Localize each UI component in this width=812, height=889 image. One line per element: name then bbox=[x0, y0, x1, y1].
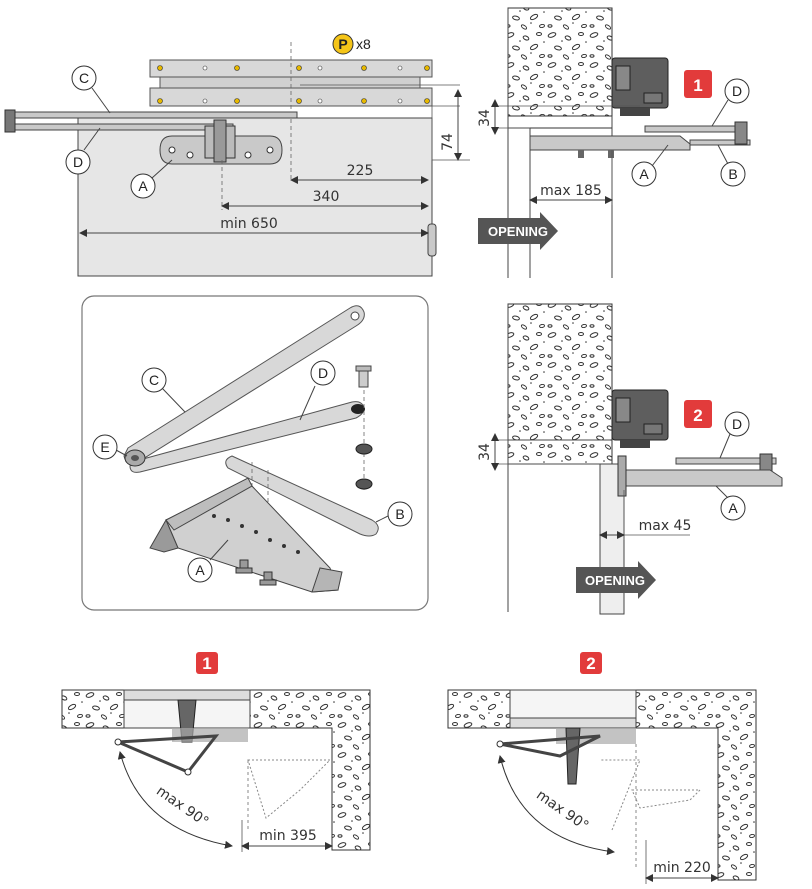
callout-a: A bbox=[130, 159, 173, 199]
callout-c-3d: C bbox=[141, 367, 186, 413]
svg-text:D: D bbox=[732, 83, 742, 99]
dim-340: 340 bbox=[313, 189, 340, 205]
door-hinge bbox=[427, 223, 437, 257]
dim-225: 225 bbox=[347, 163, 374, 179]
callout-e-3d: E bbox=[92, 434, 128, 460]
arm-d bbox=[4, 123, 234, 131]
arm-d-2 bbox=[675, 457, 777, 465]
wall-concrete-2 bbox=[507, 303, 613, 441]
dim-min-395: min 395 bbox=[259, 828, 317, 844]
opening-arrow-1 bbox=[478, 212, 558, 250]
angle-max-90-1: max 90° bbox=[153, 783, 211, 830]
callout-a-2: A bbox=[715, 485, 746, 521]
svg-text:C: C bbox=[149, 372, 159, 388]
svg-text:1: 1 bbox=[202, 654, 211, 673]
callout-a-1: A bbox=[631, 144, 669, 187]
callout-a-3d: A bbox=[187, 539, 229, 583]
opening-arrow-2 bbox=[576, 561, 656, 599]
bracket-a-2 bbox=[623, 469, 783, 487]
svg-text:A: A bbox=[138, 178, 148, 194]
p-badge bbox=[332, 33, 354, 55]
plan-view-option-1: 1 max 90° min 395 bbox=[61, 652, 371, 852]
svg-text:D: D bbox=[732, 416, 742, 432]
callout-b-3d: B bbox=[375, 501, 413, 527]
bracket-a-3d bbox=[149, 477, 343, 593]
svg-text:A: A bbox=[728, 500, 738, 516]
p-quantity: x8 bbox=[356, 36, 371, 52]
option-1-side-view: 34 max 185 OPENING 1 D B A bbox=[477, 7, 751, 278]
svg-text:D: D bbox=[73, 154, 83, 170]
dim-min-220: min 220 bbox=[653, 860, 711, 876]
arm-d-1 bbox=[644, 125, 746, 133]
dim-max-185: max 185 bbox=[540, 183, 602, 199]
svg-text:B: B bbox=[395, 506, 404, 522]
dim-34-2: 34 bbox=[477, 443, 493, 461]
wall-concrete-1 bbox=[507, 7, 613, 117]
arm-b-3d bbox=[225, 455, 379, 537]
badge-option-1 bbox=[684, 70, 712, 98]
callout-c: C bbox=[71, 65, 111, 114]
dim-min-650: min 650 bbox=[220, 216, 278, 232]
svg-text:A: A bbox=[195, 562, 205, 578]
svg-text:C: C bbox=[79, 70, 89, 86]
callout-d-3d: D bbox=[299, 360, 336, 421]
badge-option-2 bbox=[684, 400, 712, 428]
dim-34-1: 34 bbox=[477, 109, 493, 127]
arm-c bbox=[4, 111, 298, 119]
svg-text:2: 2 bbox=[586, 654, 595, 673]
arm-d-3d bbox=[129, 401, 365, 473]
dim-max-45: max 45 bbox=[639, 518, 692, 534]
svg-text:1: 1 bbox=[693, 76, 702, 95]
dim-74: 74 bbox=[440, 133, 456, 151]
badge-plan-1 bbox=[196, 652, 218, 674]
bracket-a-1 bbox=[529, 135, 691, 151]
wall-plan-1 bbox=[249, 689, 371, 851]
top-left-view: P x8 74 225 340 min 650 C bbox=[4, 33, 470, 277]
callout-b-1: B bbox=[717, 144, 746, 187]
badge-plan-2 bbox=[580, 652, 602, 674]
svg-text:E: E bbox=[100, 439, 109, 455]
angle-max-90-2: max 90° bbox=[533, 787, 591, 834]
svg-text:2: 2 bbox=[693, 406, 702, 425]
callout-d: D bbox=[65, 127, 101, 175]
option-2-side-view: 34 max 45 OPENING 2 D A bbox=[477, 303, 783, 615]
svg-text:B: B bbox=[728, 166, 737, 182]
callout-d-1: D bbox=[711, 78, 750, 127]
svg-text:OPENING: OPENING bbox=[585, 573, 645, 588]
callout-d-2: D bbox=[719, 411, 750, 459]
svg-text:A: A bbox=[639, 166, 649, 182]
plan-view-option-2: 2 max 90° min 220 bbox=[447, 652, 757, 884]
svg-text:OPENING: OPENING bbox=[488, 224, 548, 239]
parts-exploded-view: C D E B A bbox=[81, 295, 429, 611]
svg-text:D: D bbox=[318, 365, 328, 381]
p-label: P bbox=[338, 36, 347, 52]
wall-plan-2 bbox=[635, 689, 757, 881]
